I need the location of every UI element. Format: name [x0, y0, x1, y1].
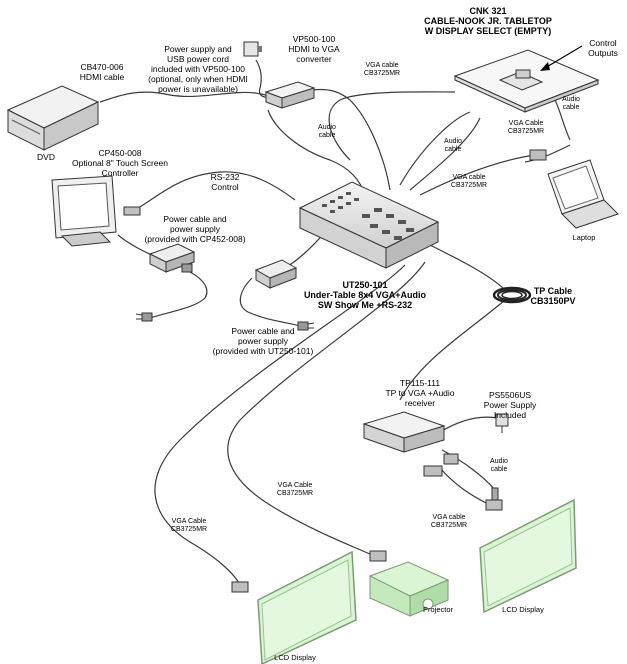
control-outputs-arrow — [544, 45, 583, 69]
projector-device — [368, 561, 450, 617]
cp-power-lead — [149, 271, 208, 319]
tp115-receiver — [362, 411, 446, 453]
cnk-cable-1 — [399, 111, 471, 186]
rs232-cable — [134, 171, 296, 211]
rs232-connector — [123, 206, 141, 216]
usb-power-plug — [243, 41, 262, 57]
ut-power-plug — [297, 321, 315, 331]
tp-cable-run — [399, 299, 506, 401]
lcd-right-label: LCD Display — [502, 605, 544, 614]
laptop-audio — [524, 144, 571, 163]
vp500-converter — [264, 81, 316, 109]
ut-power-lead — [239, 277, 301, 327]
usb-power-cord — [255, 59, 271, 98]
ps5506-plug — [495, 413, 509, 433]
cnk-tabletop — [453, 49, 600, 113]
lcd-display-right — [479, 498, 577, 614]
laptop-vga — [419, 154, 536, 196]
vga-cable-lcd-left — [154, 264, 406, 586]
hdmi-cable — [99, 91, 273, 103]
vga-cable-vp500 — [311, 88, 391, 191]
ut-power-cable — [284, 231, 326, 269]
cnk-audio — [554, 99, 571, 141]
dvd-player — [6, 85, 100, 151]
tp-cable-coil — [492, 286, 532, 304]
dvd-label: DVD — [37, 152, 55, 162]
rx-audio-cable — [441, 449, 496, 491]
touch-screen-controller — [51, 175, 117, 247]
tp-cable — [429, 244, 506, 291]
projector-label: Projector — [422, 605, 453, 614]
lcd-display-left — [257, 550, 357, 664]
lcd-right-vga-connector — [485, 499, 503, 511]
cp-power-plug — [135, 312, 153, 322]
laptop-label: Laptop — [572, 233, 596, 242]
laptop-vga-connector — [529, 149, 547, 161]
lcd-left-label: LCD Display — [274, 653, 316, 662]
laptop-device — [547, 159, 619, 229]
audio-cable-vp500 — [267, 109, 366, 196]
ut-power-brick — [254, 259, 298, 289]
vga-cable-projector — [227, 261, 426, 556]
rx-vga-connector — [423, 453, 459, 477]
rx-power-cable — [439, 416, 499, 433]
cnk-cable-2 — [409, 117, 481, 191]
projector-vga-connector — [369, 550, 387, 562]
ut250-switcher — [298, 181, 440, 269]
cnk-loop-cable — [328, 91, 456, 161]
lcd-left-vga-connector — [231, 581, 249, 593]
rx-vga-cable — [439, 467, 491, 506]
cp-power-brick — [148, 243, 196, 273]
